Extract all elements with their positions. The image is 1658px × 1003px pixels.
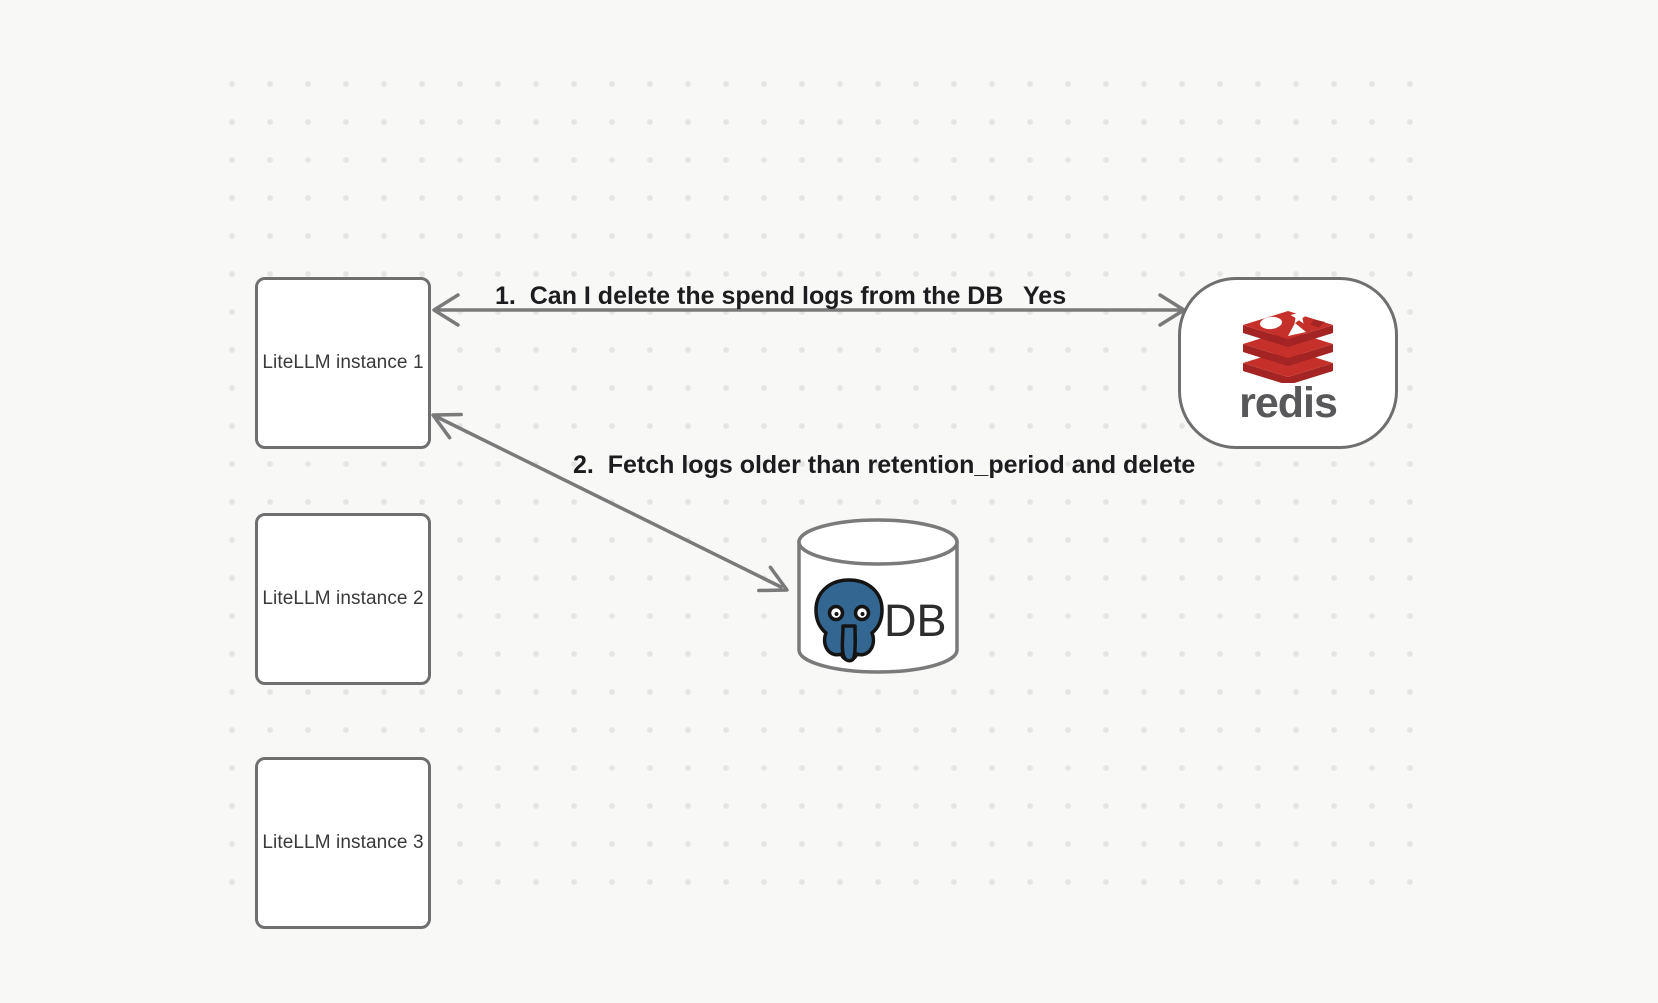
node-litellm-instance-2[interactable]: LiteLLM instance 2 — [255, 513, 431, 685]
dot-grid-background — [213, 65, 1415, 895]
redis-stack-logo-icon — [1243, 308, 1333, 383]
postgresql-elephant-icon — [814, 578, 884, 663]
edge-label-fetch-logs[interactable]: 2. Fetch logs older than retention_perio… — [573, 451, 1196, 479]
node-label: LiteLLM instance 1 — [262, 352, 424, 373]
node-litellm-instance-1[interactable]: LiteLLM instance 1 — [255, 277, 431, 449]
edge-label-delete-spend-logs[interactable]: 1. Can I delete the spend logs from the … — [495, 282, 1004, 310]
node-postgres-db[interactable]: DB — [796, 517, 960, 675]
db-node-label: DB — [884, 594, 947, 646]
node-label: LiteLLM instance 2 — [262, 588, 424, 609]
edge-label-yes-response[interactable]: Yes — [1023, 282, 1067, 310]
node-litellm-instance-3[interactable]: LiteLLM instance 3 — [255, 757, 431, 929]
redis-wordmark: redis — [1239, 379, 1338, 427]
node-label: LiteLLM instance 3 — [262, 832, 424, 853]
node-redis[interactable]: redis — [1178, 277, 1398, 449]
